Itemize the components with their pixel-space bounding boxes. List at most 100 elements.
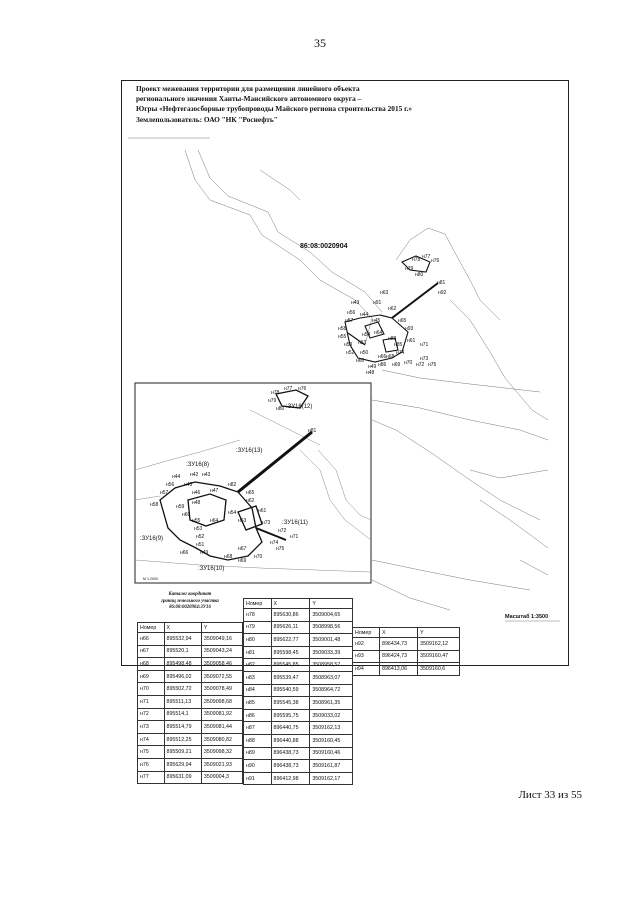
base-map-lines — [128, 137, 549, 611]
point-label: н76 — [431, 258, 440, 264]
point-label: н79 — [405, 266, 414, 272]
cell: 895514,79 — [163, 720, 202, 734]
cell: 3509098,68 — [200, 694, 244, 709]
cell: 895622,77 — [270, 633, 311, 647]
point-label: н43 — [202, 472, 211, 478]
point-label: н44 — [172, 474, 181, 480]
cell: 3508958,57 — [309, 658, 353, 672]
sheet-footer: Лист 33 из 55 — [518, 789, 582, 801]
cell: 896424,73 — [379, 649, 419, 664]
point-label: н62 — [246, 498, 255, 504]
point-label: н62 — [388, 306, 397, 312]
cell: 895539,47 — [270, 670, 311, 685]
cell: 3509004,65 — [309, 608, 353, 622]
point-label: н80 — [276, 406, 285, 412]
point-label: н68 — [224, 554, 233, 560]
cell: 3509049,16 — [200, 632, 244, 646]
header-x: X — [163, 622, 202, 633]
cell: 896440,88 — [270, 733, 311, 748]
cell: н87 — [243, 721, 272, 735]
cell: 895545,38 — [270, 696, 311, 710]
cell: 3509162,12 — [417, 637, 460, 651]
point-label: н71 — [290, 534, 299, 540]
point-label: н49 — [368, 364, 377, 370]
cell: н93 — [351, 649, 381, 664]
cell: 895595,75 — [270, 708, 311, 723]
main-parcel — [344, 255, 439, 363]
cell: н72 — [137, 707, 165, 722]
point-label: н54 — [228, 510, 237, 516]
point-label: н48 — [192, 500, 201, 506]
point-label: н59 — [344, 342, 353, 348]
point-label: н64 — [374, 330, 383, 336]
cell: 895540,59 — [270, 683, 311, 698]
cell: 3509160,47 — [417, 649, 460, 664]
cell: 896412,98 — [270, 771, 311, 786]
cell: н66 — [137, 632, 165, 646]
cell: 895626,11 — [270, 620, 311, 635]
cell: н90 — [243, 759, 272, 773]
cell: 3509033,39 — [309, 645, 353, 660]
point-label: н61 — [407, 338, 416, 344]
point-label: н55 — [338, 334, 347, 340]
cell: 3509160,6 — [417, 662, 460, 676]
cell: н81 — [243, 645, 272, 660]
point-label: н81 — [308, 428, 317, 434]
cell: н78 — [243, 608, 272, 622]
cell: 3509058,46 — [200, 657, 244, 671]
point-label: н78 — [271, 390, 280, 396]
point-label: н74 — [396, 350, 405, 356]
point-label: н69 — [238, 558, 247, 564]
cell: н67 — [137, 644, 165, 659]
cell: 896438,73 — [270, 746, 311, 761]
cell: н92 — [351, 637, 381, 651]
cell: н76 — [137, 757, 165, 772]
cell: 3509162,17 — [309, 771, 353, 786]
point-label: н91 — [373, 300, 382, 306]
point-label: н77 — [284, 386, 293, 392]
cell: 3509004,3 — [200, 770, 244, 785]
cell: 895520,1 — [163, 644, 202, 659]
point-label: н79 — [268, 398, 277, 404]
cell: н69 — [137, 669, 165, 684]
point-label: н56 — [347, 310, 356, 316]
cell: 895631,09 — [163, 770, 202, 785]
cell: 3509081,92 — [200, 707, 244, 722]
point-label: н66 — [378, 354, 387, 360]
point-label: н52 — [346, 350, 355, 356]
map-title: Проект межевания территории для размещен… — [136, 84, 556, 125]
cell: 895502,72 — [163, 682, 202, 696]
cell: н84 — [243, 683, 272, 698]
point-label: н60 — [182, 512, 191, 518]
point-label: н78 — [412, 257, 421, 263]
title-line: Землепользователь: ОАО "НК "Роснефть" — [136, 114, 278, 124]
cell: 895509,21 — [163, 745, 202, 759]
header-number: Номер — [243, 598, 272, 609]
point-label: н53 — [358, 340, 367, 346]
header-y: Y — [417, 627, 460, 638]
cell: 3509161,87 — [309, 759, 353, 773]
cell: н94 — [351, 662, 381, 676]
point-label: н75 — [428, 362, 437, 368]
point-label: н77 — [422, 254, 431, 260]
point-label: н54 — [362, 332, 371, 338]
point-label: н68 — [386, 354, 395, 360]
point-label: н70 — [404, 360, 413, 366]
